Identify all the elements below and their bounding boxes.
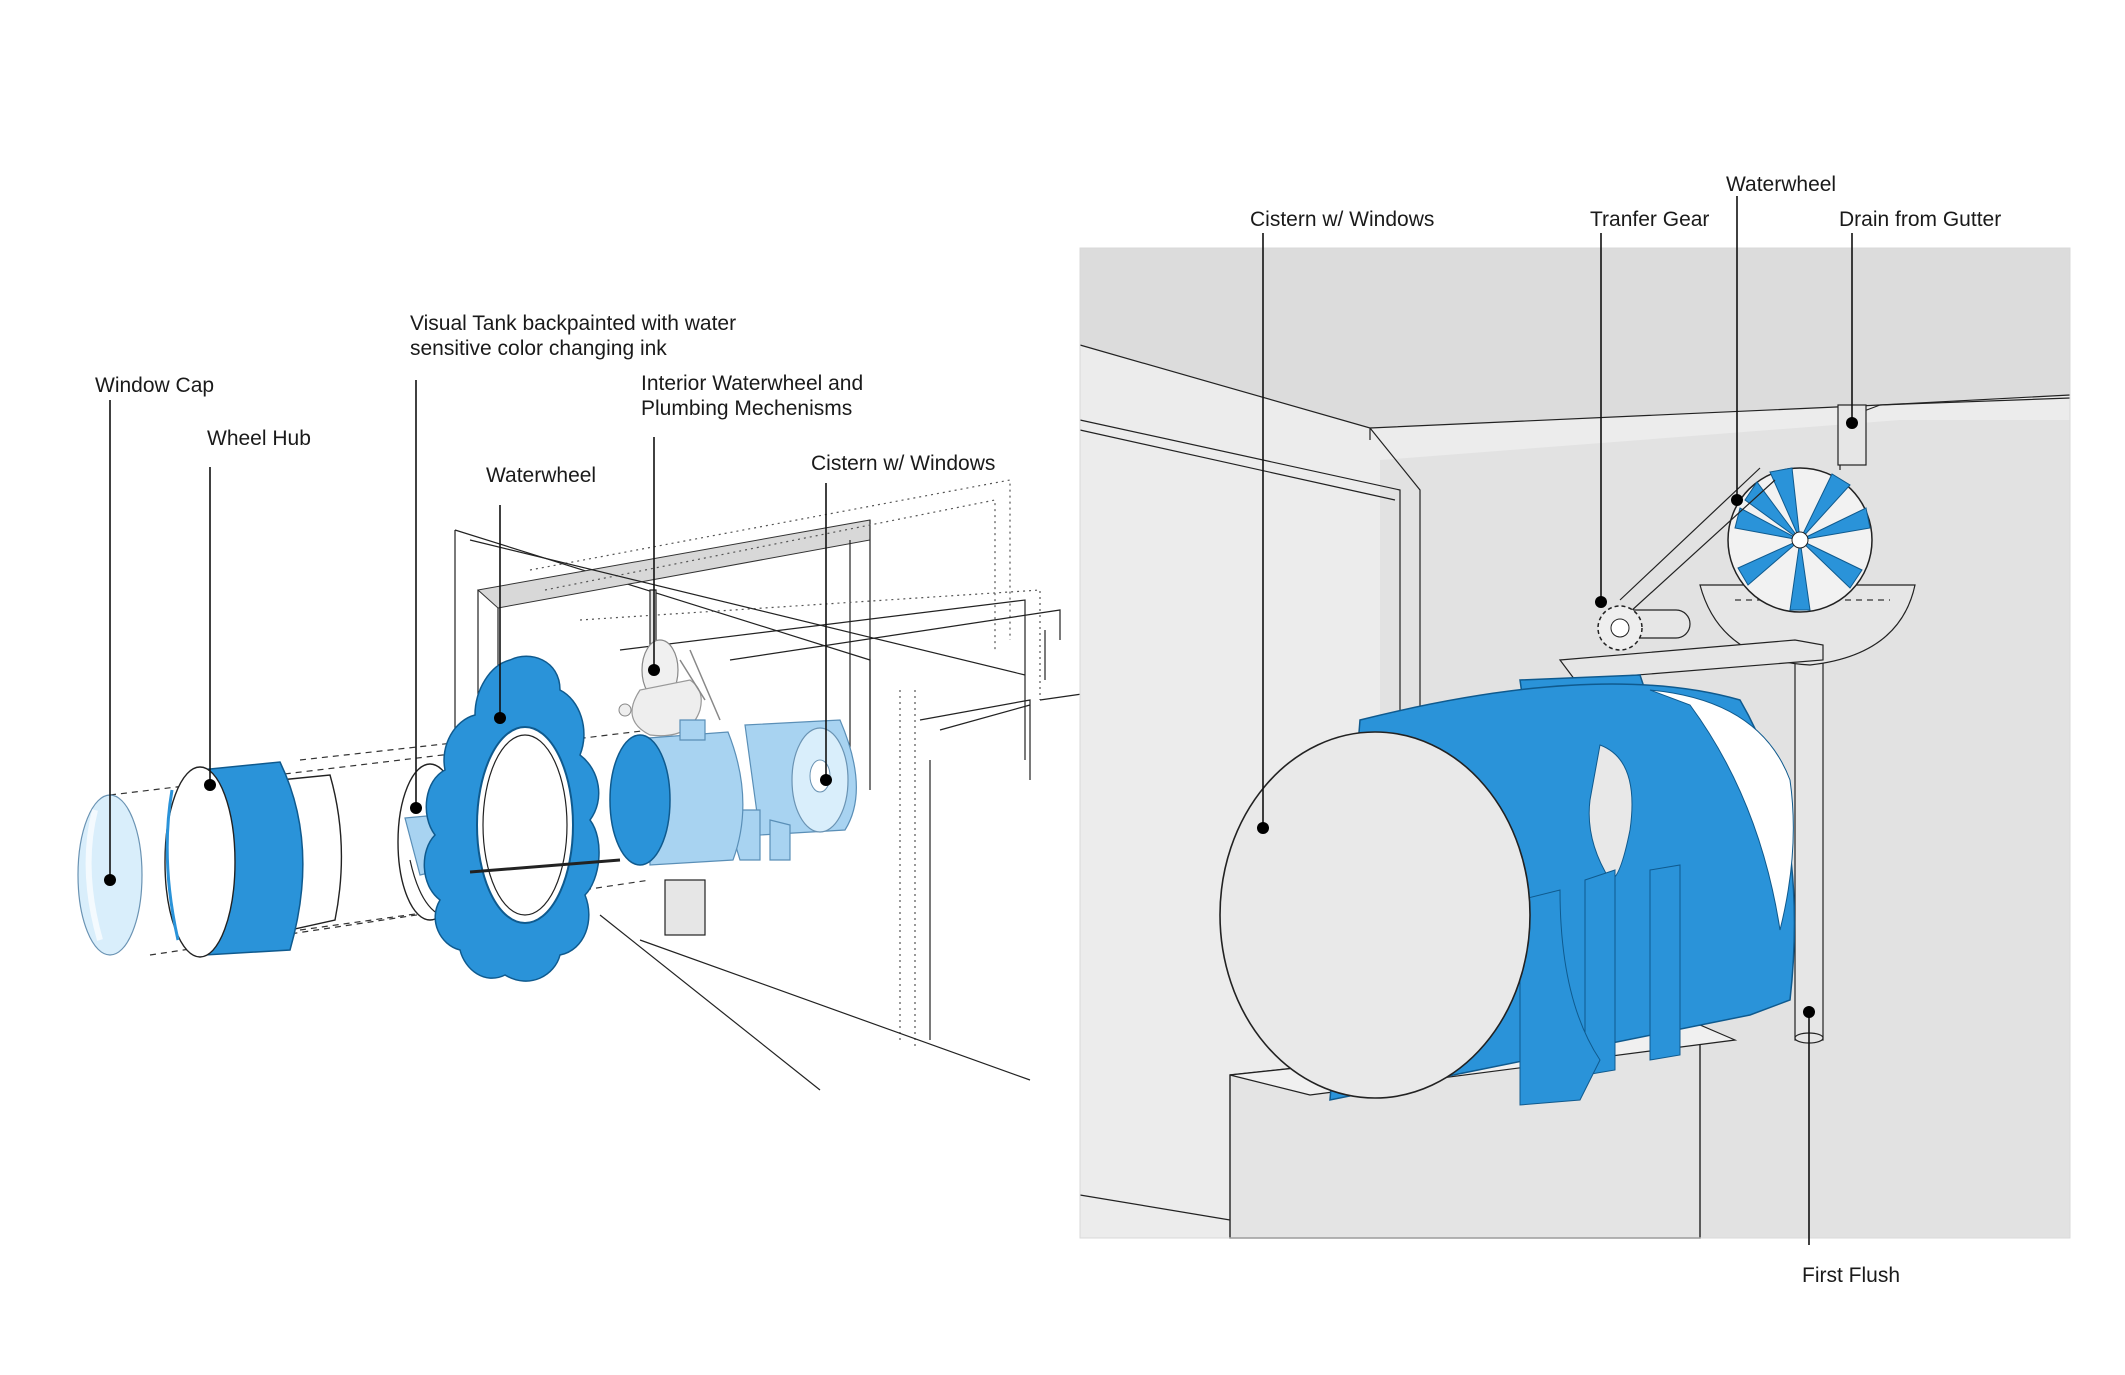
label-interior-line1: Interior Waterwheel and (641, 372, 863, 395)
label-first-flush: First Flush (1802, 1264, 1900, 1287)
interior-view: Cistern w/ Windows Tranfer Gear Waterwhe… (1079, 173, 2071, 1287)
label-waterwheel: Waterwheel (486, 464, 596, 487)
exploded-view: Window Cap Wheel Hub Visual Tank backpai… (77, 312, 1111, 1091)
label-wheel-hub: Wheel Hub (207, 427, 311, 450)
waterwheel (1727, 467, 1873, 613)
label-interior-line2: Plumbing Mechenisms (641, 397, 852, 420)
label-cistern-interior: Cistern w/ Windows (1250, 208, 1434, 231)
first-flush-dot (1803, 1006, 1815, 1018)
drain-pipe (1794, 404, 1867, 1044)
waterwheel-dot (1731, 494, 1743, 506)
support-bracket (1558, 639, 1824, 681)
drain-dot (1846, 417, 1858, 429)
waterwheel-part (423, 655, 621, 982)
cistern (1219, 674, 1796, 1106)
wheel-hub (164, 761, 343, 958)
transfer-gear (1597, 605, 1691, 651)
label-visual-tank-line2: sensitive color changing ink (410, 337, 667, 360)
ceiling (1080, 248, 2070, 428)
label-waterwheel-interior: Waterwheel (1726, 173, 1836, 196)
label-transfer-gear: Tranfer Gear (1590, 208, 1709, 231)
interior-mechanism-dot (648, 664, 660, 676)
interior-leaders (1257, 196, 1858, 1245)
label-drain: Drain from Gutter (1839, 208, 2001, 231)
label-visual-tank-line1: Visual Tank backpainted with water (410, 312, 736, 335)
exploded-labels: Window Cap Wheel Hub Visual Tank backpai… (95, 312, 995, 487)
label-cistern: Cistern w/ Windows (811, 452, 995, 475)
label-window-cap: Window Cap (95, 374, 214, 397)
waterwheel-dot (494, 712, 506, 724)
wall-frame-outlines (454, 479, 1111, 1091)
cistern-dot (1257, 822, 1269, 834)
interior-labels: Cistern w/ Windows Tranfer Gear Waterwhe… (1250, 173, 2001, 1287)
window-cap-dot (104, 874, 116, 886)
cistern-part (609, 719, 857, 866)
transfer-gear-dot (1595, 596, 1607, 608)
cistern-dot (820, 774, 832, 786)
wheel-hub-dot (204, 779, 216, 791)
interior-frame (1079, 247, 2071, 1239)
visual-tank-dot (410, 802, 422, 814)
exploded-leaders (104, 380, 832, 886)
